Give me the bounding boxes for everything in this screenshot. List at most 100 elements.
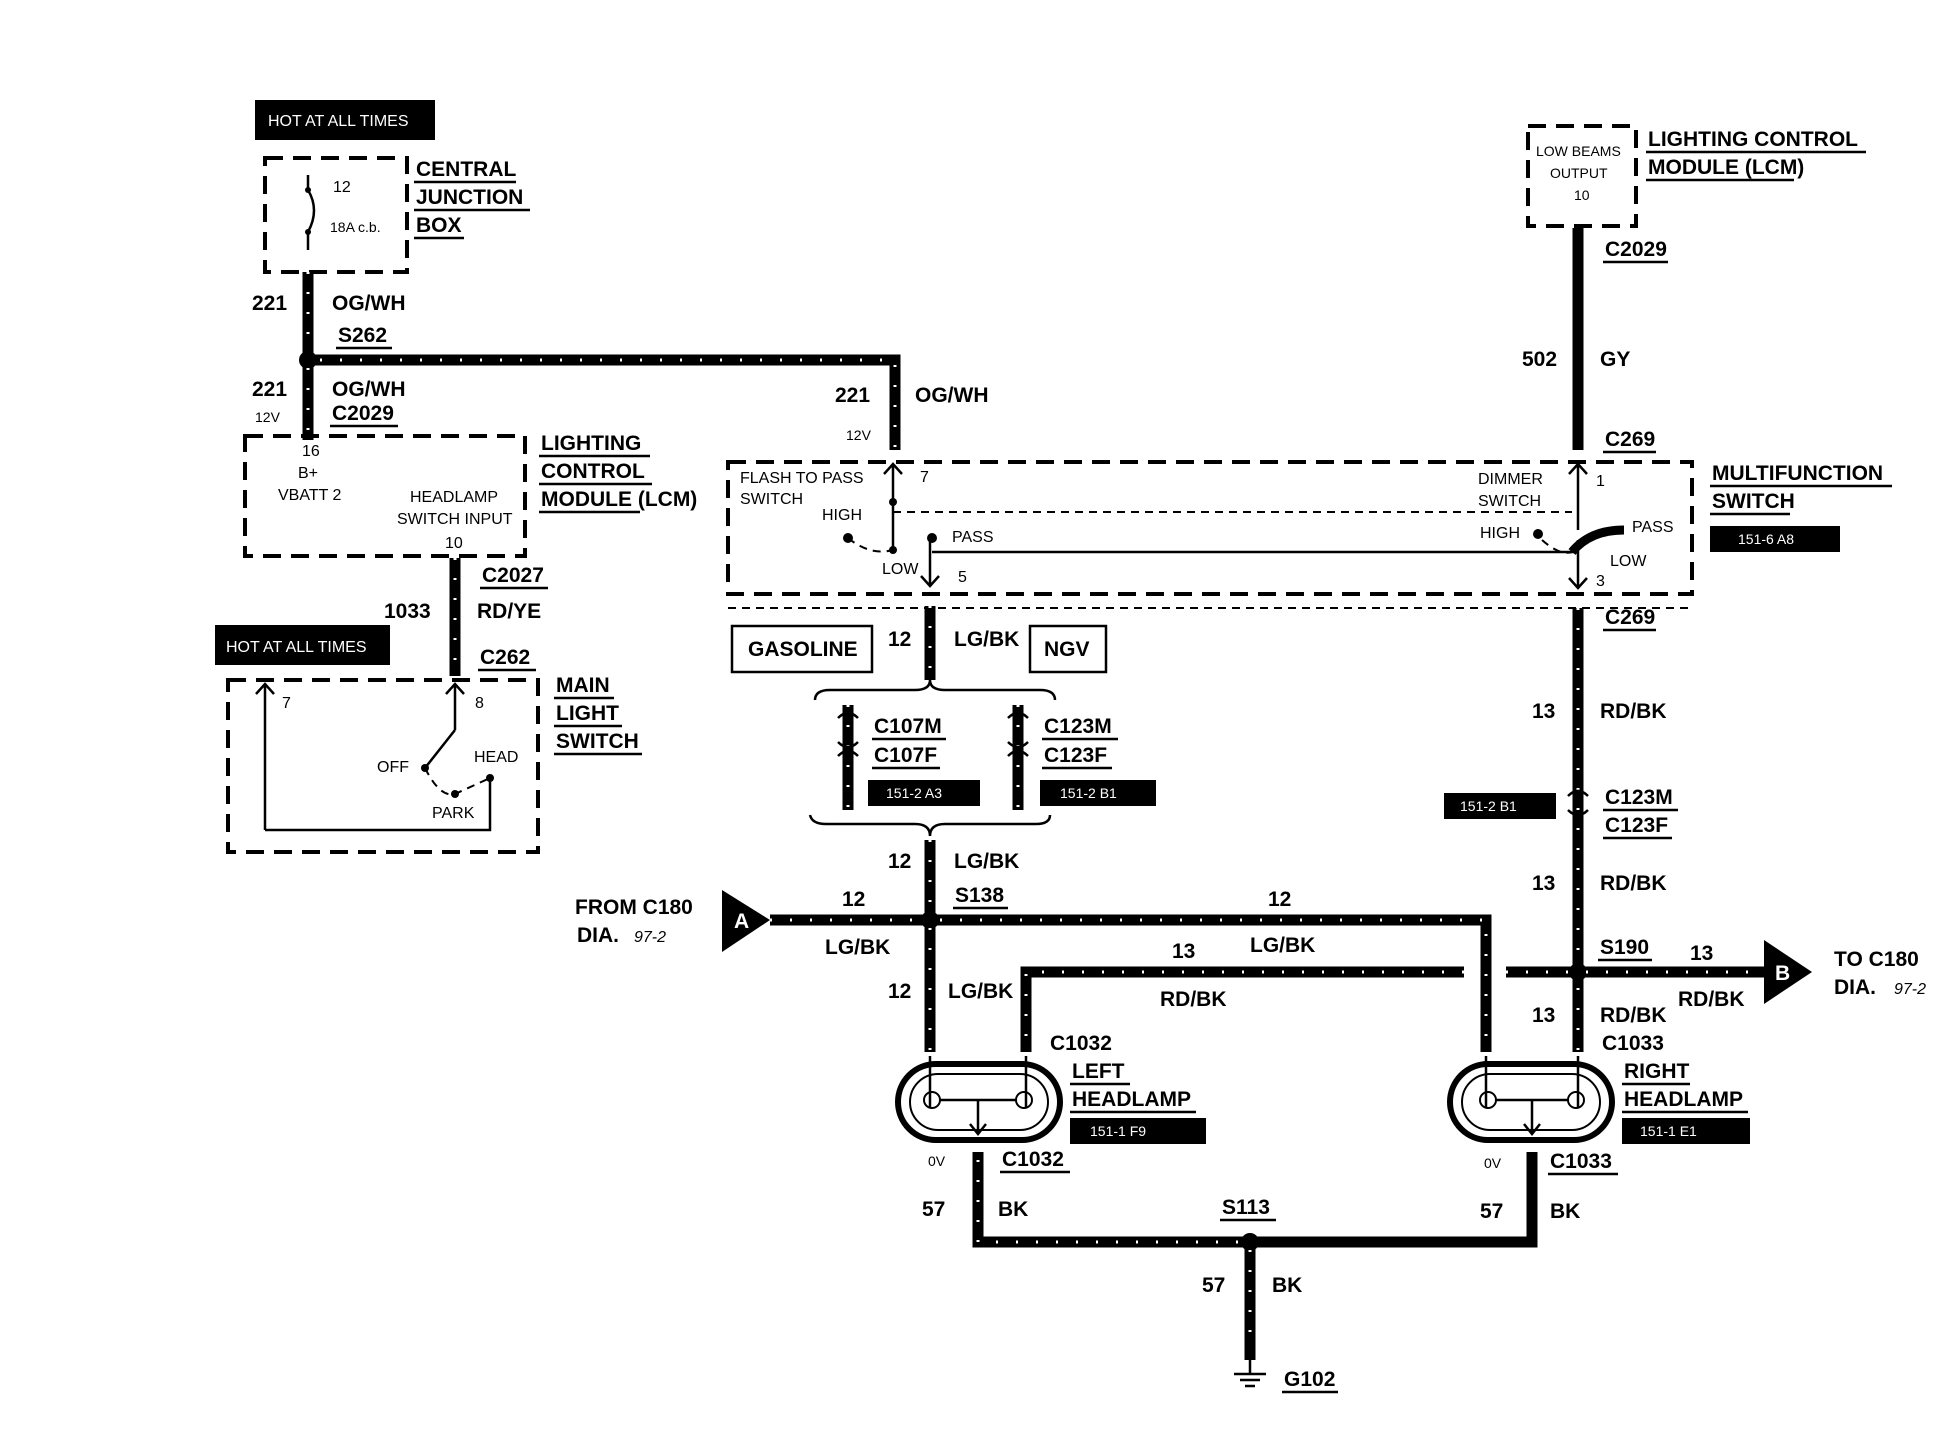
splice-s138-label: S138 bbox=[955, 884, 1004, 907]
left-headlamp-title-2: HEADLAMP bbox=[1072, 1088, 1191, 1111]
wire-12a-color: LG/BK bbox=[954, 628, 1019, 651]
wire-12d-number: 12 bbox=[1268, 888, 1291, 911]
mfs-pass: PASS bbox=[952, 529, 994, 546]
ref-e1-badge bbox=[1622, 1118, 1750, 1144]
ground-g102-label: G102 bbox=[1284, 1368, 1335, 1391]
mfs-high-2: HIGH bbox=[1480, 525, 1520, 542]
wire-57b-color: BK bbox=[1550, 1200, 1580, 1223]
gasoline-label: GASOLINE bbox=[748, 638, 858, 661]
mls-pin-7: 7 bbox=[282, 695, 291, 712]
mfs-low-2: LOW bbox=[1610, 553, 1647, 570]
ref-b1a-badge bbox=[1040, 780, 1156, 806]
lcm-title-2: CONTROL bbox=[541, 460, 645, 483]
lcm-headlamp: HEADLAMP bbox=[410, 489, 498, 506]
mfs-ref: 151-6 A8 bbox=[1738, 531, 1794, 547]
connector-c1032-a: C1032 bbox=[1050, 1032, 1112, 1055]
hot-at-all-times-label-2: HOT AT ALL TIMES bbox=[226, 639, 367, 656]
connector-c107f: C107F bbox=[874, 744, 937, 767]
ngv-box bbox=[1028, 624, 1108, 674]
lcm-outline bbox=[243, 434, 527, 558]
splice-s262-label: S262 bbox=[338, 324, 387, 347]
connector-c1032-b: C1032 bbox=[1002, 1148, 1064, 1171]
connector-c1033-b: C1033 bbox=[1550, 1150, 1612, 1173]
right-ov: 0V bbox=[1484, 1155, 1502, 1171]
flash-to-pass-label-2: SWITCH bbox=[740, 491, 803, 508]
cjb-title-2: JUNCTION bbox=[416, 186, 523, 209]
wire-57c-number: 57 bbox=[1202, 1274, 1225, 1297]
gasoline-box bbox=[730, 624, 874, 674]
ref-f9: 151-1 F9 bbox=[1090, 1123, 1146, 1139]
mls-title-1: MAIN bbox=[556, 674, 610, 697]
circuit-breaker-icon bbox=[306, 175, 316, 250]
right-headlamp-title-2: HEADLAMP bbox=[1624, 1088, 1743, 1111]
wire-13c-color: RD/BK bbox=[1600, 872, 1667, 895]
lcm-low-beams: LOW BEAMS OUTPUT 10 LIGHTING CONTROL MOD… bbox=[1526, 124, 1866, 228]
mfs-title-1: MULTIFUNCTION bbox=[1712, 462, 1883, 485]
wire-221b-number: 221 bbox=[252, 378, 287, 401]
to-dia-num: 97-2 bbox=[1894, 981, 1926, 998]
to-c180: TO C180 bbox=[1834, 948, 1919, 971]
lcm-switch-input: SWITCH INPUT bbox=[397, 511, 513, 528]
fuse-rating: 18A c.b. bbox=[330, 219, 381, 235]
ref-e1: 151-1 E1 bbox=[1640, 1123, 1697, 1139]
wire-221: 221 OG/WH S262 221 OG/WH 12V C2029 bbox=[252, 272, 901, 450]
from-c180: FROM C180 bbox=[575, 896, 693, 919]
wire-13-right: C269 13 RD/BK 151-2 B1 C123M C123F 13 RD… bbox=[1444, 606, 1926, 1055]
wire-13d-color: RD/BK bbox=[1678, 988, 1745, 1011]
mfs-pin-7: 7 bbox=[920, 469, 929, 486]
wire-57a-color: BK bbox=[998, 1198, 1028, 1221]
left-headlamp-body bbox=[895, 1061, 1063, 1143]
lcm-vbatt: VBATT 2 bbox=[278, 487, 342, 504]
fuse-number: 12 bbox=[333, 179, 351, 196]
connector-c123m-b: C123M bbox=[1605, 786, 1673, 809]
lcm-bplus: B+ bbox=[298, 465, 318, 482]
mls-park: PARK bbox=[432, 805, 475, 822]
mfs-outline bbox=[726, 460, 1694, 596]
left-headlamp: C1032 LEFT HEADLAMP 151-1 F9 0V C1032 bbox=[895, 1032, 1206, 1174]
mfs-pin-1: 1 bbox=[1596, 473, 1605, 490]
lighting-control-module: 16 B+ VBATT 2 HEADLAMP SWITCH INPUT 10 L… bbox=[243, 432, 697, 558]
hot-at-all-times-badge-2 bbox=[215, 625, 390, 665]
cjb-title-3: BOX bbox=[416, 214, 462, 237]
ref-f9-badge bbox=[1070, 1118, 1206, 1144]
lcm-pin-16: 16 bbox=[302, 443, 320, 460]
mls-input-arrow bbox=[445, 682, 465, 730]
mls-return-path bbox=[255, 682, 275, 830]
lcm-title-1: LIGHTING bbox=[541, 432, 641, 455]
connector-c2029-b: C2029 bbox=[1605, 238, 1667, 261]
wire-12a-number: 12 bbox=[888, 628, 911, 651]
dimmer-label-2: SWITCH bbox=[1478, 493, 1541, 510]
wire-12c-number: 12 bbox=[842, 888, 865, 911]
splice-s138-group: S138 A FROM C180 DIA. 97-2 12 LG/BK 12 L… bbox=[575, 884, 1492, 1052]
ref-b1b: 151-2 B1 bbox=[1460, 798, 1517, 814]
connector-c123m-a: C123M bbox=[1044, 715, 1112, 738]
central-junction-box: HOT AT ALL TIMES 12 18A c.b. CENTRAL JUN… bbox=[255, 100, 530, 274]
mfs-pin-3: 3 bbox=[1596, 573, 1605, 590]
wire-12e-number: 12 bbox=[888, 980, 911, 1003]
wire-502: C2029 502 GY C269 bbox=[1522, 228, 1668, 454]
connector-a-arrow bbox=[722, 890, 770, 952]
flash-to-pass-label-1: FLASH TO PASS bbox=[740, 470, 864, 487]
mls-head: HEAD bbox=[474, 749, 518, 766]
connector-a-label: A bbox=[734, 910, 749, 933]
ngv-label: NGV bbox=[1044, 638, 1090, 661]
from-dia-num: 97-2 bbox=[634, 929, 666, 946]
connector-b-label: B bbox=[1775, 962, 1790, 985]
lcm-title-3: MODULE (LCM) bbox=[541, 488, 697, 511]
ref-b1b-badge bbox=[1444, 793, 1556, 819]
wire-13d-number: 13 bbox=[1690, 942, 1713, 965]
wire-13a-color: RD/BK bbox=[1160, 988, 1227, 1011]
lcm-pin-10-top: 10 bbox=[1574, 187, 1590, 203]
dimmer-label-1: DIMMER bbox=[1478, 471, 1543, 488]
wire-57a-number: 57 bbox=[922, 1198, 945, 1221]
mls-switch-blade bbox=[424, 729, 456, 769]
lcm-pin-10: 10 bbox=[445, 535, 463, 552]
wire-221-color: OG/WH bbox=[332, 292, 406, 315]
main-light-switch-outline bbox=[226, 678, 540, 854]
connector-c123f-a: C123F bbox=[1044, 744, 1107, 767]
wire-57b-number: 57 bbox=[1480, 1200, 1503, 1223]
voltage-12v-b: 12V bbox=[846, 427, 872, 443]
connector-c2027: C2027 bbox=[482, 564, 544, 587]
connector-c1033-a: C1033 bbox=[1602, 1032, 1664, 1055]
